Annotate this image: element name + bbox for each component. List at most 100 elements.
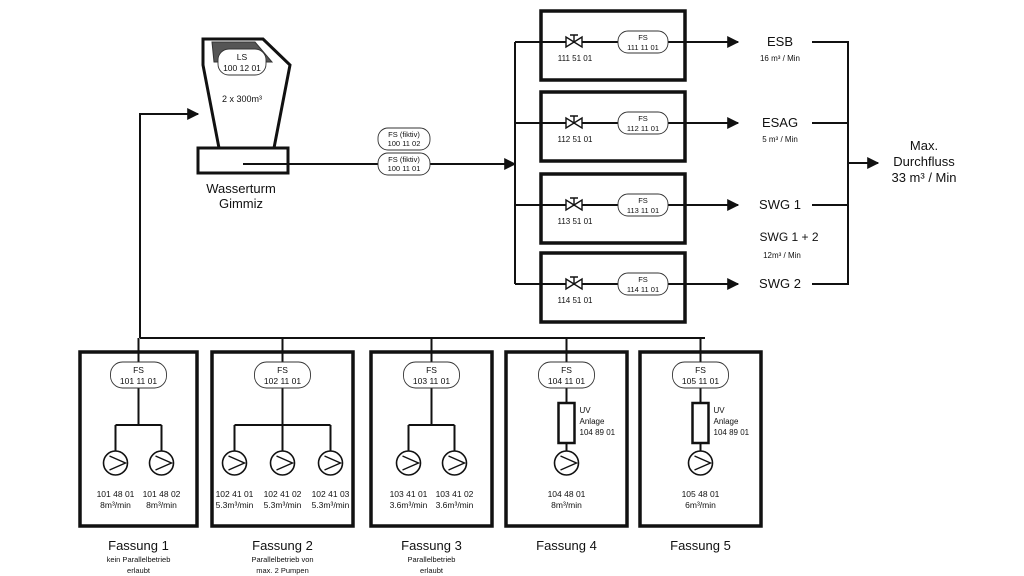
ls-sensor-pill <box>217 48 267 76</box>
fassung-note: max. 2 Pumpen <box>256 566 309 575</box>
flow-sensor-pill <box>617 30 669 54</box>
pump-icon <box>441 450 468 476</box>
flow-sensor-pill <box>110 361 167 389</box>
tower-sensor-fiktiv-1: FS (fiktiv) 100 11 02 <box>377 127 431 151</box>
flow-sensor-title: FS <box>561 365 572 375</box>
flow-sensor-code: 105 11 01 <box>682 376 719 386</box>
pump-rate: 8m³/min <box>551 500 582 510</box>
valve-stem <box>570 34 578 42</box>
flow-sensor-code: 111 11 01 <box>627 43 659 52</box>
pump-rate: 8m³/min <box>146 500 177 510</box>
flow-sensor-title: FS <box>638 275 648 284</box>
uv-unit <box>557 401 576 445</box>
flow-sensor-pill <box>617 111 669 135</box>
pump-rate: 3.6m³/min <box>390 500 428 510</box>
pump-icon <box>269 450 296 476</box>
flow-sensor-pill <box>254 361 311 389</box>
pump-code: 102 41 01 <box>216 489 254 499</box>
pump-code: 103 41 02 <box>436 489 474 499</box>
flow-sensor-code: 113 11 01 <box>627 206 659 215</box>
supply-riser-pipe <box>139 108 200 338</box>
valve-stem <box>570 276 578 284</box>
swg-combined-rate: 12m³ / Min <box>763 251 801 260</box>
pump-icon <box>148 450 175 476</box>
flow-sensor-title: FS <box>133 365 144 375</box>
uv-label: Anlage <box>580 417 605 426</box>
collector-outline <box>812 41 849 285</box>
flow-sensor-code: 103 11 01 <box>413 376 450 386</box>
pump-code: 102 41 02 <box>264 489 302 499</box>
tower-sensor-code: 100 11 02 <box>388 139 421 148</box>
flow-sensor-pill <box>403 361 460 389</box>
swg-combined-name: SWG 1 + 2 <box>759 230 818 244</box>
pump-rate: 5.3m³/min <box>216 500 254 510</box>
consumer-rate: 16 m³ / Min <box>760 54 800 63</box>
valve-code: 114 51 01 <box>558 296 594 305</box>
uv-label: Anlage <box>714 417 739 426</box>
tower-volume: 2 x 300m³ <box>222 94 262 104</box>
pump-rate: 3.6m³/min <box>436 500 474 510</box>
pump-icon <box>317 450 344 476</box>
flow-sensor-title: FS <box>277 365 288 375</box>
fassung-name: Fassung 3 <box>401 538 462 553</box>
ls-sensor-title: LS <box>237 52 248 62</box>
uv-label: UV <box>714 406 726 415</box>
fassung-name: Fassung 2 <box>252 538 313 553</box>
fassung-note: kein Parallelbetrieb <box>107 555 171 564</box>
consumer-name: ESAG <box>762 115 798 130</box>
fassung-note: erlaubt <box>127 566 151 575</box>
consumer-rate: 5 m³ / Min <box>762 135 798 144</box>
fassung-name: Fassung 1 <box>108 538 169 553</box>
flow-sensor-title: FS <box>638 196 648 205</box>
flow-sensor-code: 104 11 01 <box>548 376 585 386</box>
flow-sensor-pill <box>617 193 669 217</box>
fassung-note: Parallelbetrieb von <box>251 555 313 564</box>
max-flow-line3: 33 m³ / Min <box>891 170 956 185</box>
flow-sensor-pill <box>617 272 669 296</box>
tower-sensor-title: FS (fiktiv) <box>388 155 420 164</box>
valve-code: 111 51 01 <box>558 54 593 63</box>
flow-sensor-pill <box>672 361 729 389</box>
consumer-box <box>539 9 687 82</box>
flow-sensor-title: FS <box>638 114 648 123</box>
tower-sensor-code: 100 11 01 <box>388 164 421 173</box>
tower-base <box>196 146 290 175</box>
pump-icon <box>553 450 580 476</box>
flow-sensor-code: 114 11 01 <box>627 285 659 294</box>
water-tower: LS 100 12 01 2 x 300m³ Wasserturm Gimmiz <box>196 37 292 211</box>
tower-sensor-title: FS (fiktiv) <box>388 130 420 139</box>
consumer-name: SWG 1 <box>759 197 801 212</box>
uv-label: 104 89 01 <box>714 428 750 437</box>
pump-rate: 5.3m³/min <box>312 500 350 510</box>
max-flow-line2: Durchfluss <box>893 154 955 169</box>
pump-icon <box>102 450 129 476</box>
valve-code: 112 51 01 <box>558 135 594 144</box>
tower-sensor-fiktiv-2: FS (fiktiv) 100 11 01 <box>377 152 431 176</box>
flow-sensor-pill <box>538 361 595 389</box>
fassung-note: Parallelbetrieb <box>408 555 456 564</box>
valve-stem <box>570 115 578 123</box>
flow-sensor-title: FS <box>426 365 437 375</box>
pump-code: 101 48 02 <box>143 489 181 499</box>
pump-icon <box>687 450 714 476</box>
fassung-name: Fassung 5 <box>670 538 731 553</box>
consumer-name: SWG 2 <box>759 276 801 291</box>
flow-sensor-title: FS <box>638 33 648 42</box>
pump-rate: 8m³/min <box>100 500 131 510</box>
fassung-note: erlaubt <box>420 566 444 575</box>
flow-sensor-code: 112 11 01 <box>627 124 659 133</box>
tower-name-line1: Wasserturm <box>206 181 276 196</box>
pump-icon <box>221 450 248 476</box>
consumer-name: ESB <box>767 34 793 49</box>
